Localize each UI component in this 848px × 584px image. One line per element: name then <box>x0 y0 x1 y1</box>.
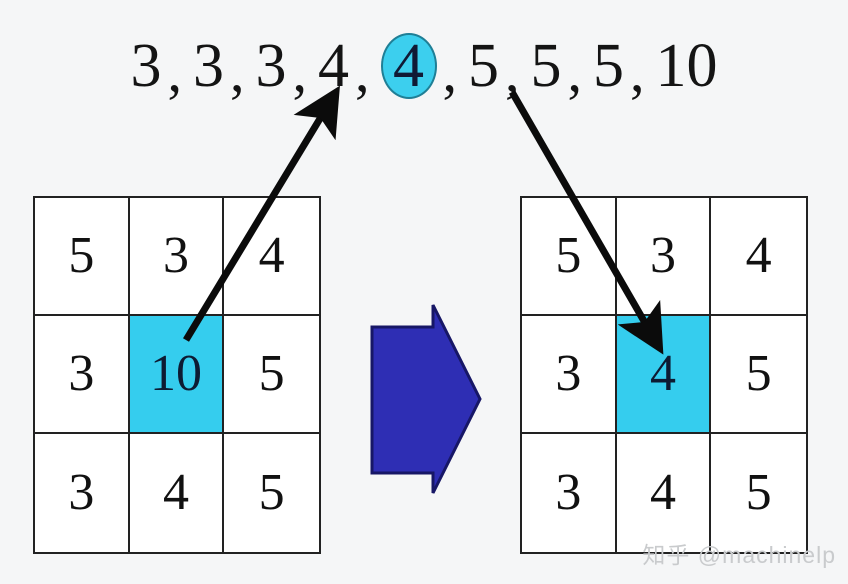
right-grid-cell-r2c3: 5 <box>711 316 806 434</box>
sequence-value-7: 5 <box>593 32 624 100</box>
left-grid-cell-r3c3: 5 <box>224 434 319 552</box>
watermark: 知乎 @machinelp <box>642 542 836 568</box>
sequence-value-8: 10 <box>655 32 718 100</box>
right-grid-cell-r1c2: 3 <box>616 198 712 316</box>
right-grid-cell-r3c3: 5 <box>711 434 806 552</box>
sequence-separator: , <box>505 39 520 104</box>
left-grid-cell-r1c3: 4 <box>224 198 319 316</box>
sequence-separator: , <box>230 39 245 104</box>
left-grid-cell-r3c1: 3 <box>35 434 130 552</box>
sequence-separator: , <box>442 39 458 104</box>
right-grid-cell-r2c1: 3 <box>522 316 617 434</box>
left-grid-cell-r2c1: 3 <box>35 316 130 434</box>
sequence-separator: , <box>355 39 370 104</box>
sequence-value-2: 3 <box>255 32 287 100</box>
right-grid-cell-r1c1: 5 <box>522 198 617 316</box>
sequence-value-1: 3 <box>193 32 224 100</box>
right-grid-cell-r1c3: 4 <box>711 198 806 316</box>
sequence-value-0: 3 <box>130 32 162 100</box>
sequence-separator: , <box>167 39 183 104</box>
sorted-sequence: 3,3,3,4,4,5,5,5,10 <box>0 22 848 110</box>
sequence-separator: , <box>292 39 308 104</box>
left-grid-cell-r2c3: 5 <box>224 316 319 434</box>
left-grid-cell-r3c2: 4 <box>129 434 225 552</box>
left-grid-cell-r1c2: 3 <box>129 198 225 316</box>
sequence-value-6: 5 <box>530 32 562 100</box>
sequence-median-value: 4 <box>380 33 437 99</box>
right-grid-cell-r3c2: 4 <box>616 434 712 552</box>
left-grid-center-cell: 10 <box>129 316 225 434</box>
sequence-separator: , <box>567 39 583 104</box>
right-grid-cell-r3c1: 3 <box>522 434 617 552</box>
sequence-separator: , <box>630 39 645 104</box>
left-grid-cell-r1c1: 5 <box>35 198 130 316</box>
sequence-value-3: 4 <box>318 32 349 100</box>
transform-arrow <box>358 303 488 499</box>
right-grid-center-cell: 4 <box>616 316 712 434</box>
sequence-value-5: 5 <box>468 32 499 100</box>
